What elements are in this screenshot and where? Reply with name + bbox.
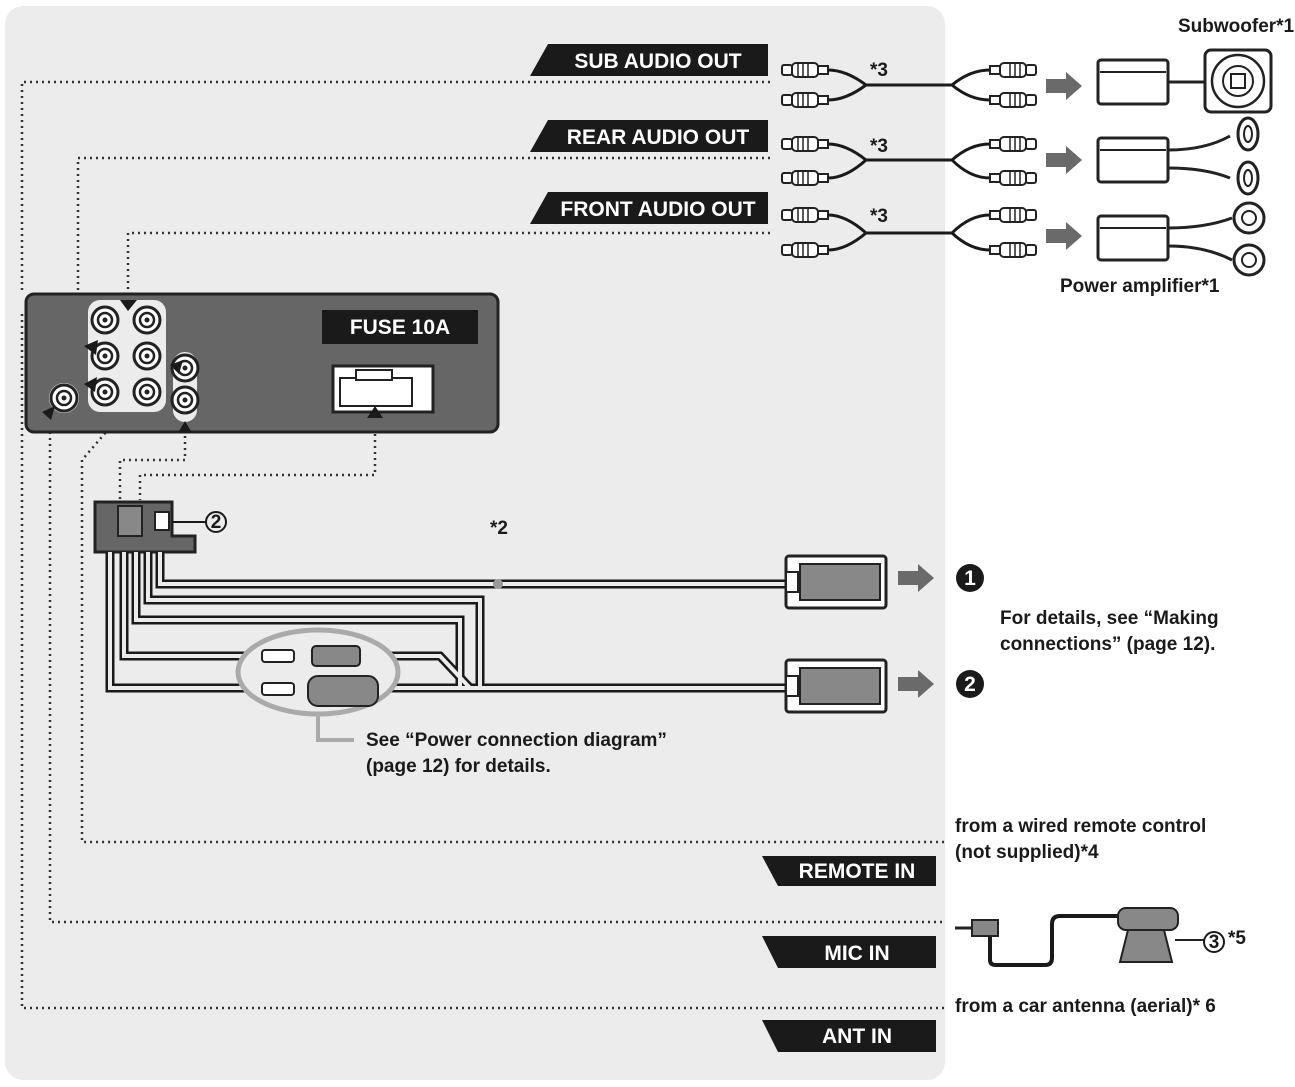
bullet-1: 1	[964, 567, 976, 590]
speaker-icon	[1232, 201, 1266, 235]
rca-jack	[132, 377, 162, 407]
note-star5: *5	[1228, 928, 1246, 949]
power-diagram-line1: See “Power connection diagram”	[366, 730, 667, 751]
subwoofer-label: Subwoofer*1	[1178, 16, 1295, 37]
antenna-line: from a car antenna (aerial)* 6	[955, 996, 1216, 1017]
amplifier-rear	[1096, 134, 1231, 184]
front-audio-out-label: FRONT AUDIO OUT	[560, 198, 755, 221]
input-labels: REMOTE IN MIC IN ANT IN	[762, 856, 936, 1052]
bullet-2: 2	[964, 673, 976, 696]
note-star3-sub: *3	[870, 60, 888, 81]
fuse-label: FUSE 10A	[350, 316, 450, 339]
speaker-icon	[1232, 243, 1266, 277]
power-connection-callout	[235, 627, 401, 742]
speaker-icon	[1236, 160, 1260, 196]
callout-2: 2	[211, 512, 222, 533]
connector-2	[784, 658, 888, 714]
remote-line2: (not supplied)*4	[955, 842, 1099, 863]
mic-in-label: MIC IN	[824, 942, 889, 965]
power-diagram-line2: (page 12) for details.	[366, 756, 551, 777]
note-star2: *2	[490, 518, 508, 539]
bullet-1-badge	[956, 564, 984, 592]
ant-in-label: ANT IN	[822, 1025, 892, 1048]
amplifier-sub	[1096, 58, 1205, 106]
antenna-socket	[49, 383, 79, 413]
remote-note: from a wired remote control (not supplie…	[955, 814, 1206, 866]
note-star3-front: *3	[870, 206, 888, 227]
ant-in-tag	[762, 1020, 936, 1052]
microphone-icon	[955, 907, 1205, 967]
fuse-label-box	[322, 310, 478, 344]
remote-line1: from a wired remote control	[955, 816, 1207, 837]
head-unit: FUSE 10A	[24, 292, 500, 434]
bullet-2-badge	[956, 670, 984, 698]
making-connections-line1: For details, see “Making	[1000, 608, 1219, 629]
pointer-arrowheads	[42, 300, 383, 433]
callout-circle-3	[1203, 931, 1225, 953]
rca-jack	[132, 341, 162, 371]
power-amplifier-label: Power amplifier*1	[1060, 276, 1220, 297]
remote-in-tag	[762, 856, 936, 886]
making-connections-line2: connections” (page 12).	[1000, 634, 1216, 655]
rca-cable-rear	[781, 136, 1036, 186]
rca-jack	[132, 305, 162, 335]
front-audio-out-tag	[530, 192, 768, 224]
arrow-right-icon	[1046, 146, 1082, 174]
power-diagram-note: See “Power connection diagram” (page 12)…	[366, 728, 667, 780]
rear-audio-out-label: REAR AUDIO OUT	[567, 126, 750, 149]
sub-audio-out-label: SUB AUDIO OUT	[574, 50, 741, 73]
note-star3-rear: *3	[870, 136, 888, 157]
arrow-right-icon	[1046, 72, 1082, 100]
sub-audio-out-tag	[530, 44, 768, 76]
rca-cable-sub	[781, 62, 1036, 108]
mic-in-jack	[170, 385, 200, 415]
subwoofer-icon	[1203, 48, 1273, 114]
arrow-right-icon	[1046, 222, 1082, 250]
amplifier-front	[1096, 214, 1233, 262]
rca-cable-front	[781, 207, 1036, 258]
making-connections-note: For details, see “Making connections” (p…	[1000, 606, 1219, 658]
mic-in-tag	[762, 936, 936, 968]
connector-1	[784, 554, 888, 610]
rca-jack	[90, 305, 120, 335]
antenna-note: from a car antenna (aerial)* 6	[955, 994, 1216, 1020]
speaker-icon	[1236, 116, 1260, 152]
background-panel	[5, 6, 945, 1080]
remote-in-label: REMOTE IN	[799, 860, 916, 883]
output-labels: SUB AUDIO OUT REAR AUDIO OUT FRONT AUDIO…	[530, 44, 768, 224]
callout-3: 3	[1209, 932, 1220, 953]
rear-audio-out-tag	[530, 120, 768, 152]
